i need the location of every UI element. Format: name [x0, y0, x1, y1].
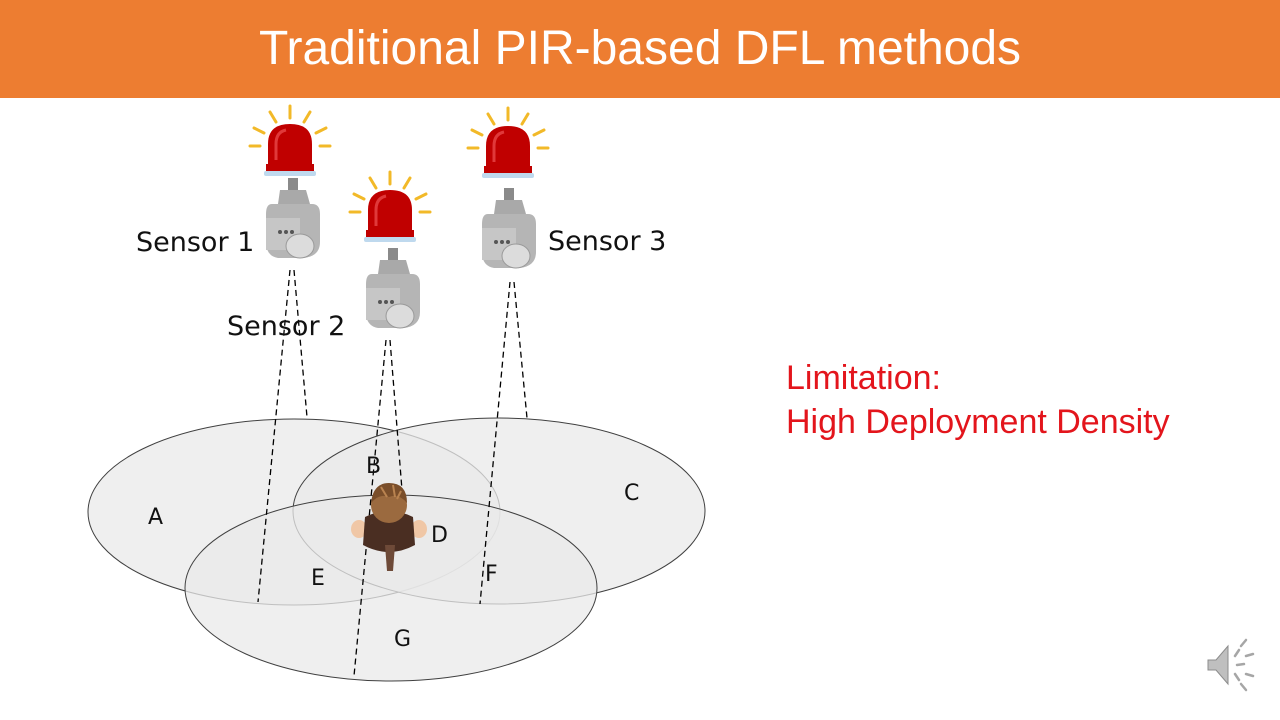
region-label-c: C — [624, 481, 639, 506]
beam-sensor-2-left — [353, 339, 387, 677]
pir-sensor-icon — [481, 187, 537, 269]
coverage-regions — [87, 417, 706, 682]
limitation-heading: Limitation: — [786, 359, 941, 397]
alarm-light-icon — [466, 106, 550, 180]
sensor-1-label: Sensor 1 — [136, 227, 254, 258]
region-label-g: G — [394, 627, 411, 652]
beam-sensor-3-right — [513, 281, 528, 419]
region-label-d: D — [431, 523, 448, 548]
alarm-light-icon — [248, 104, 332, 178]
beam-sensor-1-left — [257, 269, 291, 603]
speaker-icon[interactable] — [1207, 638, 1255, 692]
sensor-2-label: Sensor 2 — [227, 311, 345, 342]
limitation-text: High Deployment Density — [786, 403, 1170, 441]
beam-sensor-2-right — [389, 339, 403, 491]
beam-sensor-1-right — [293, 269, 308, 418]
person-topdown-icon — [351, 483, 427, 571]
region-label-f: F — [485, 562, 498, 587]
region-label-a: A — [148, 505, 163, 530]
sensor-3-label: Sensor 3 — [548, 226, 666, 257]
region-label-e: E — [311, 566, 325, 591]
pir-sensor-icon — [365, 247, 421, 329]
alarm-light-icon — [348, 170, 432, 244]
region-label-b: B — [366, 454, 381, 479]
detection-beams — [257, 269, 528, 677]
limitation-block: Limitation: High Deployment Density — [786, 356, 1170, 444]
title-bar: Traditional PIR-based DFL methods — [0, 0, 1280, 98]
beam-sensor-3-left — [479, 281, 511, 605]
page-title: Traditional PIR-based DFL methods — [258, 21, 1022, 75]
pir-sensor-icon — [265, 177, 321, 259]
